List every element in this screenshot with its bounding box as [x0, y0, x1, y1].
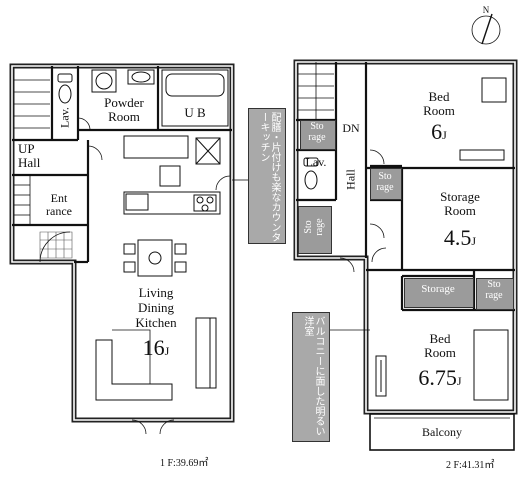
- ldk-line3: Kitchen: [135, 315, 177, 330]
- storage-label-small: Sto rage: [485, 279, 503, 301]
- ldk-line2: Dining: [137, 300, 175, 315]
- storage-label-wide: Storage: [421, 283, 455, 295]
- floor2-area: 2 F:41.31㎡: [446, 460, 495, 471]
- storage-label-3: Sto rage: [303, 218, 325, 236]
- bed2-size-value: 6.75: [418, 365, 457, 390]
- storage-label-1: Sto rage: [308, 121, 326, 143]
- compass-icon: [471, 13, 501, 45]
- floor1-lav-label: Lav.: [57, 107, 72, 128]
- storage-box-2: [370, 168, 402, 200]
- bed2-size: 6.75J: [400, 366, 480, 389]
- ldk-size-unit: J: [164, 344, 170, 358]
- storage-box-1: [300, 120, 336, 150]
- storage-box-3: [298, 206, 332, 254]
- storage-room-size-value: 4.5: [443, 225, 472, 250]
- balcony-label: Balcony: [422, 425, 462, 439]
- storage-room-label: Storage Room: [440, 189, 480, 218]
- compass-letter: N: [482, 5, 490, 15]
- floor2-note-box: [292, 312, 330, 442]
- floor2-stairs: [298, 62, 334, 120]
- storage-label-2: Sto rage: [376, 171, 394, 193]
- floor2-note: バルコニーに面した明るい洋室: [302, 316, 324, 436]
- entrance-label: Ent rance: [46, 191, 72, 218]
- bed2-size-unit: J: [456, 374, 462, 388]
- floor2-lav-label: Lav.: [305, 155, 327, 169]
- floor1-area: 1 F:39.69㎡: [160, 458, 209, 469]
- powder-room-label: Powder Room: [104, 95, 144, 124]
- ub-label: U B: [184, 105, 206, 120]
- floor1-note-box: [248, 108, 286, 244]
- bed1-size-value: 6: [431, 119, 443, 144]
- bed2-label: Bed Room: [424, 331, 456, 360]
- bed1-size: 6J: [404, 120, 474, 143]
- storage-box-wide: [404, 278, 474, 308]
- ldk-size: 16J: [116, 336, 196, 359]
- ldk-size-value: 16: [142, 335, 165, 360]
- bed1-label: Bed Room: [423, 89, 455, 118]
- ldk-line1: Living: [138, 285, 174, 300]
- up-hall-label: UP Hall: [18, 141, 41, 170]
- floor1-interior-walls: [12, 66, 232, 264]
- floor1-note: 配膳・片付けも楽なカウンターキッチン: [258, 112, 280, 242]
- storage-room-size-unit: J: [471, 234, 477, 248]
- storage-box-small: [476, 278, 514, 310]
- dn-label: DN: [342, 121, 360, 135]
- storage-room-size: 4.5J: [420, 226, 500, 249]
- floor1-stairs: [14, 79, 50, 225]
- floor2-hall-label: Hall: [343, 169, 358, 190]
- entrance-tiles: [39, 231, 73, 259]
- bed1-size-unit: J: [442, 128, 447, 142]
